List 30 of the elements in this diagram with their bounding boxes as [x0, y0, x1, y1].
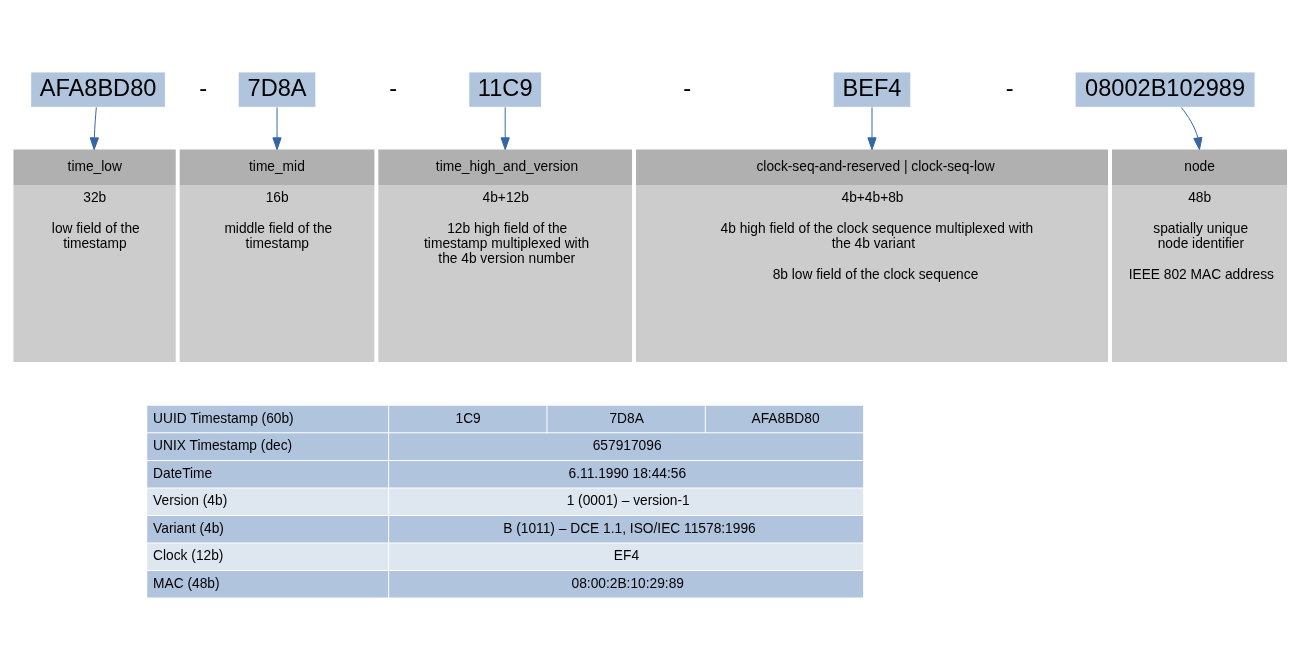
- label: 7D8A: [609, 410, 644, 426]
- label: Clock (12b): [153, 548, 224, 564]
- label: 657917096: [592, 438, 662, 454]
- label: Version (4b): [153, 493, 228, 509]
- arrow: [1180, 107, 1203, 151]
- arrow: [272, 106, 282, 151]
- label: 6.11.1990 18:44:56: [568, 465, 687, 481]
- label: 1C9: [455, 410, 481, 426]
- arrow: [867, 106, 877, 151]
- node-box: 7D8A: [237, 71, 317, 108]
- label: UUID Timestamp (60b): [153, 410, 294, 426]
- label: AFA8BD80: [751, 410, 820, 426]
- label: -: [389, 74, 398, 101]
- label: 08:00:2B:10:29:89: [571, 575, 684, 591]
- label: -: [683, 74, 692, 101]
- label: 1 (0001) – version-1: [566, 493, 690, 509]
- label: EF4: [613, 548, 640, 564]
- arrow: [500, 106, 510, 151]
- arrow: [89, 106, 99, 151]
- node-box: 11C9: [468, 71, 543, 108]
- label: Variant (4b): [153, 520, 224, 536]
- node-box: 08002B102989: [1074, 71, 1256, 108]
- label: DateTime: [153, 465, 213, 481]
- label: B (1011) – DCE 1.1, ISO/IEC 11578:1996: [503, 520, 756, 536]
- node-box: BEF4: [832, 71, 912, 108]
- node-box: AFA8BD80: [30, 71, 166, 108]
- label: UNIX Timestamp (dec): [153, 438, 293, 454]
- label: -: [199, 74, 208, 101]
- label: MAC (48b): [153, 575, 220, 591]
- label: -: [1005, 74, 1014, 101]
